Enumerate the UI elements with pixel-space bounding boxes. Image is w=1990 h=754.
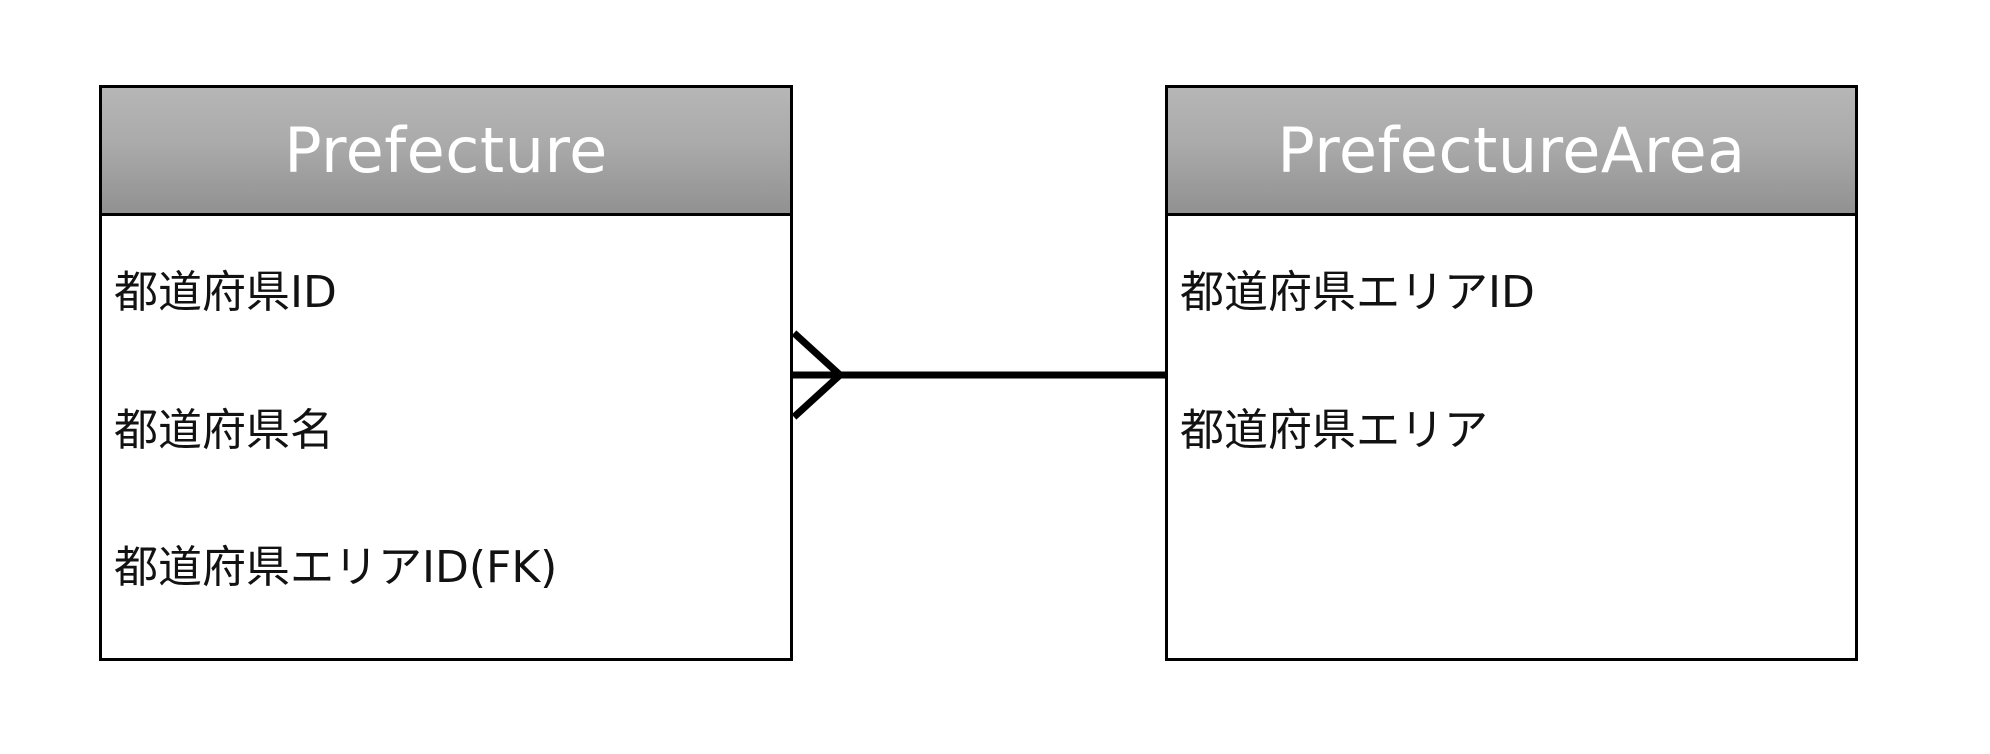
entity-body-prefecturearea: 都道府県エリアID 都道府県エリア	[1168, 216, 1855, 658]
attribute-row[interactable]: 都道府県エリアID	[1180, 263, 1847, 323]
entity-header-prefecturearea: PrefectureArea	[1168, 88, 1855, 216]
attribute-row[interactable]: 都道府県エリアID(FK)	[114, 538, 782, 598]
entity-body-prefecture: 都道府県ID 都道府県名 都道府県エリアID(FK)	[102, 216, 790, 658]
entity-box-prefecturearea[interactable]: PrefectureArea 都道府県エリアID 都道府県エリア	[1165, 85, 1858, 661]
attribute-row[interactable]: 都道府県エリア	[1180, 401, 1847, 461]
entity-title-prefecturearea: PrefectureArea	[1277, 113, 1746, 187]
entity-box-prefecture[interactable]: Prefecture 都道府県ID 都道府県名 都道府県エリアID(FK)	[99, 85, 793, 661]
attribute-label: 都道府県ID	[114, 266, 337, 318]
attribute-label-foreign-key: 都道府県エリアID(FK)	[114, 541, 558, 593]
attribute-label: 都道府県名	[114, 404, 334, 456]
attribute-label: 都道府県エリア	[1180, 404, 1488, 456]
crows-foot-upper-arm-icon	[791, 330, 843, 378]
entity-title-prefecture: Prefecture	[284, 113, 608, 187]
attribute-row[interactable]: 都道府県ID	[114, 263, 782, 323]
attribute-label: 都道府県エリアID	[1180, 266, 1535, 318]
crows-foot-lower-arm-icon	[791, 372, 843, 420]
attribute-row[interactable]: 都道府県名	[114, 401, 782, 461]
entity-header-prefecture: Prefecture	[102, 88, 790, 216]
